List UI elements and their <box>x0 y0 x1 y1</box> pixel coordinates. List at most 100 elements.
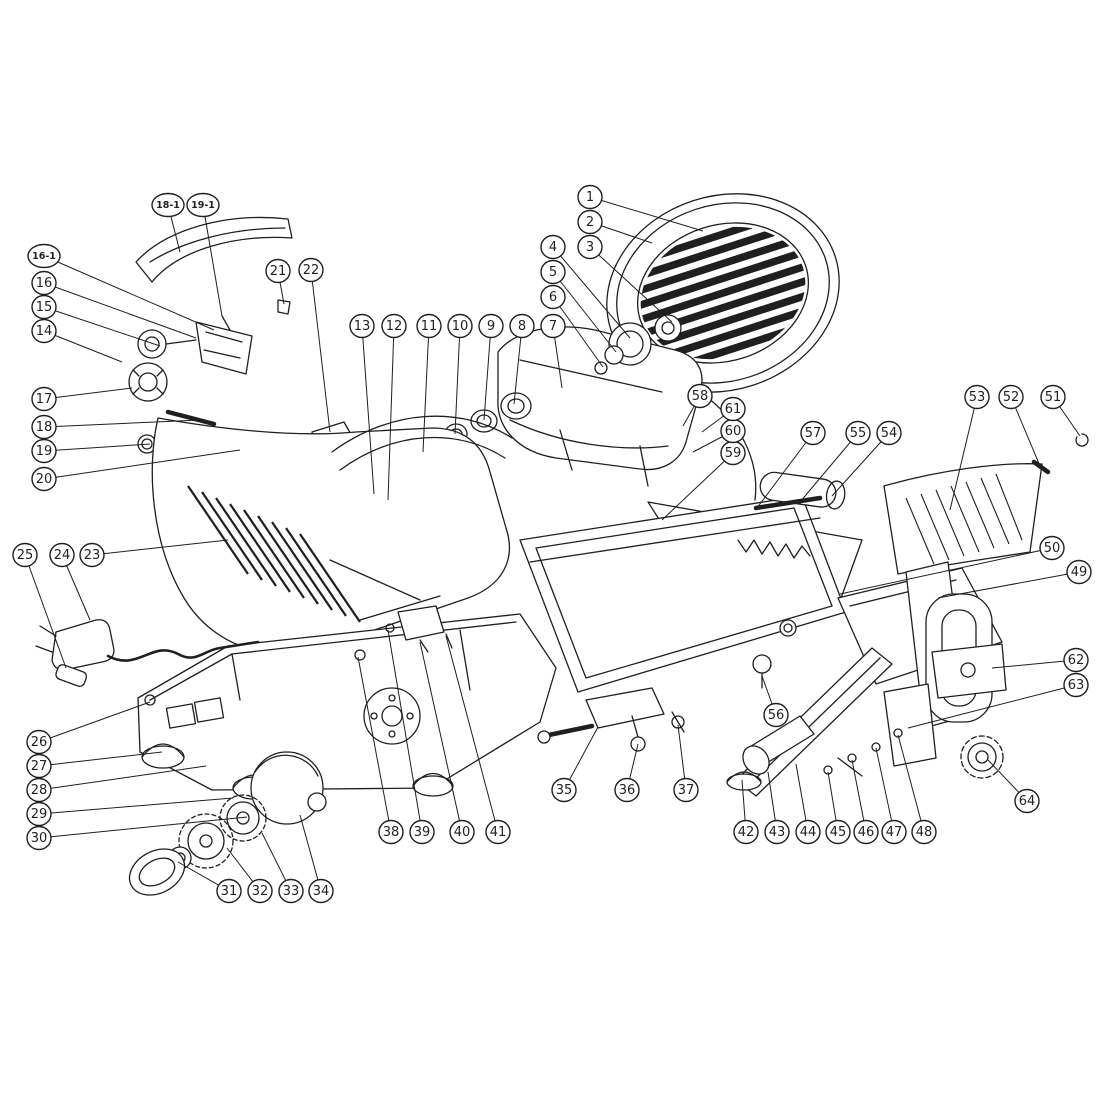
slide-rod-parts <box>537 687 685 752</box>
callout-number: 44 <box>800 825 817 840</box>
callout-balloon <box>577 234 603 260</box>
callout-balloon <box>795 819 821 845</box>
callouts-layer: 1234567891011121314151616-1171818-11919-… <box>12 184 1092 904</box>
callout-balloon <box>509 313 535 339</box>
callout-balloon <box>409 819 435 845</box>
callout-40: 40 <box>419 641 475 845</box>
callout-balloon <box>298 257 324 283</box>
leader-line <box>937 571 1080 599</box>
callout-balloon <box>31 414 57 440</box>
callout-balloon <box>551 777 577 803</box>
callout-31: 31 <box>177 861 242 904</box>
leader-line <box>38 701 151 743</box>
leader-line <box>310 269 331 433</box>
leader-line <box>91 539 229 556</box>
callout-number: 2 <box>586 215 594 230</box>
leader-line <box>387 325 395 501</box>
callout-balloon <box>845 420 871 446</box>
callout-number: 21 <box>270 264 287 279</box>
callout-balloon <box>540 234 566 260</box>
callout-number: 10 <box>452 319 469 334</box>
callout-11: 11 <box>416 313 442 453</box>
callout-number: 16 <box>36 276 53 291</box>
suction-foot <box>141 743 185 769</box>
callout-32: 32 <box>226 847 273 904</box>
pusher-arm <box>726 647 903 797</box>
motor-and-gears <box>128 751 327 896</box>
callout-6: 6 <box>540 284 604 368</box>
callout-balloon <box>540 284 566 310</box>
callout-number: 25 <box>17 548 34 563</box>
leader-line <box>589 246 673 323</box>
callout-number: 1 <box>586 190 594 205</box>
cylinder-spring-parts <box>737 471 846 559</box>
callout-number: 19-1 <box>191 200 215 211</box>
callout-44: 44 <box>795 763 821 845</box>
leader-line <box>357 656 392 833</box>
leader-line <box>589 196 704 232</box>
callout-balloon <box>614 777 640 803</box>
callout-balloon <box>449 819 475 845</box>
callout-number: 9 <box>487 319 495 334</box>
callout-number: 13 <box>354 319 371 334</box>
callout-balloon <box>764 819 790 845</box>
callout-balloon <box>349 313 375 339</box>
leader-line <box>552 246 631 339</box>
callout-number: 14 <box>36 324 53 339</box>
callout-balloon <box>1014 788 1040 814</box>
leader-line <box>43 443 151 452</box>
leader-line <box>419 641 463 833</box>
callout-balloon <box>687 383 713 409</box>
leader-line <box>513 325 523 405</box>
callout-7: 7 <box>540 313 566 389</box>
callout-balloon <box>26 753 52 779</box>
callout-number: 28 <box>31 783 48 798</box>
callout-number: 3 <box>586 240 594 255</box>
callout-balloon <box>31 438 57 464</box>
callout-13: 13 <box>349 313 375 495</box>
leader-line <box>445 635 499 833</box>
callout-balloon <box>308 878 334 904</box>
callout-number: 18 <box>36 420 53 435</box>
callout-60: 60 <box>692 418 746 453</box>
callout-61: 61 <box>701 396 746 433</box>
callout-number: 4 <box>549 240 557 255</box>
callout-balloon <box>998 384 1024 410</box>
callout-number: 34 <box>313 884 330 899</box>
callout-balloon <box>1063 672 1089 698</box>
callout-30: 30 <box>26 816 248 851</box>
leader-line <box>454 325 461 435</box>
callout-number: 24 <box>54 548 71 563</box>
callout-balloon <box>825 819 851 845</box>
callout-number: 38 <box>383 825 400 840</box>
callout-59: 59 <box>661 440 746 521</box>
callout-number: 39 <box>414 825 431 840</box>
leader-line <box>43 387 133 400</box>
callout-37: 37 <box>673 724 699 803</box>
leader-line <box>299 814 322 892</box>
callout-39: 39 <box>387 629 435 845</box>
callout-balloon <box>416 313 442 339</box>
callout-35: 35 <box>551 726 599 803</box>
callout-34: 34 <box>299 814 334 904</box>
callout-55: 55 <box>799 420 871 503</box>
callout-9: 9 <box>478 313 504 421</box>
callout-18: 18 <box>31 414 201 440</box>
callout-balloon <box>26 729 52 755</box>
callout-45: 45 <box>825 771 851 845</box>
callout-balloon <box>577 209 603 235</box>
leader-line <box>875 747 895 833</box>
callout-balloon <box>151 192 185 218</box>
leader-line <box>38 816 248 839</box>
callout-number: 52 <box>1003 390 1020 405</box>
callout-balloon <box>378 819 404 845</box>
callout-balloon <box>1063 647 1089 673</box>
callout-balloon <box>12 542 38 568</box>
callout-20: 20 <box>31 449 241 492</box>
callout-number: 5 <box>549 265 557 280</box>
callout-22: 22 <box>298 257 331 433</box>
leader-line <box>43 255 215 331</box>
leader-line <box>1010 396 1041 467</box>
callout-3: 3 <box>577 234 673 323</box>
